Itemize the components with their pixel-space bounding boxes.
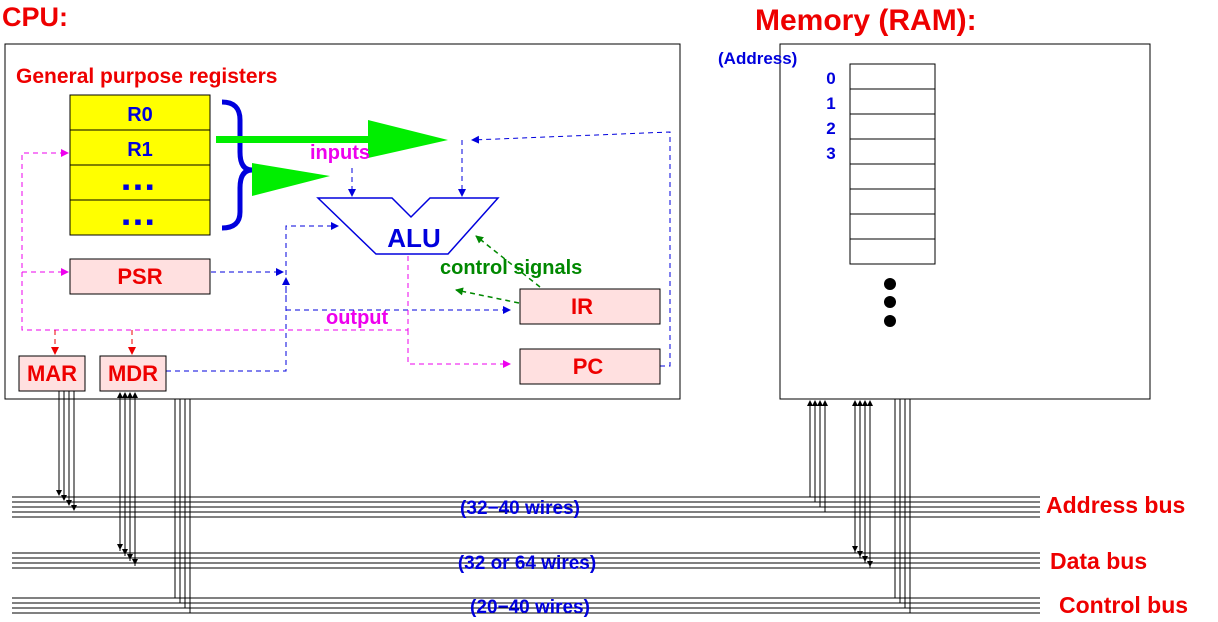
- memory-control-connection: [894, 399, 911, 613]
- control-signals-label: control signals: [440, 257, 582, 279]
- mar-label: MAR: [27, 361, 77, 386]
- psr-label: PSR: [117, 264, 162, 289]
- control-bus-label: Control bus: [1059, 592, 1188, 618]
- mar-register: [18, 355, 86, 392]
- address-label: (Address): [718, 49, 797, 68]
- memory-title: Memory (RAM):: [755, 4, 977, 37]
- alu-label: ALU: [387, 223, 440, 253]
- memory-data-connection: [852, 400, 873, 568]
- mdr-register: [99, 355, 167, 392]
- gpr-label: General purpose registers: [16, 65, 277, 88]
- green-input-arrow-1: [216, 120, 448, 158]
- mdr-data-connection: [117, 392, 138, 566]
- cpu-title: CPU:: [2, 2, 68, 32]
- data-bus-wires: (32 or 64 wires): [458, 553, 596, 574]
- address-0: 0: [826, 69, 835, 88]
- address-bus-label: Address bus: [1046, 492, 1185, 518]
- memory-address-connection: [807, 400, 828, 512]
- pc-register: [519, 348, 661, 385]
- register-file: R0 R1 ▪▪▪ ▪▪▪: [69, 94, 211, 236]
- control-bus-wires: (20−40 wires): [470, 597, 590, 618]
- memory-box: [779, 43, 1151, 400]
- psr-register: [69, 258, 211, 295]
- address-2: 2: [826, 119, 835, 138]
- control-bus-lines: [12, 597, 1040, 614]
- address-bus-lines: [12, 496, 1040, 518]
- control-signal-lines: [455, 235, 541, 304]
- register-ellipsis-2: ▪▪▪: [122, 209, 157, 234]
- pc-label: PC: [573, 354, 604, 379]
- data-bus-label: Data bus: [1050, 548, 1147, 574]
- register-ellipsis-1: ▪▪▪: [122, 174, 157, 199]
- cpu-control-connection: [174, 399, 191, 613]
- address-3: 3: [826, 144, 835, 163]
- blue-signal-lines: [166, 131, 671, 372]
- memory-cells: [849, 63, 936, 265]
- inputs-label: inputs: [310, 142, 370, 164]
- address-bus-wires: (32−40 wires): [460, 498, 580, 519]
- data-bus-lines: [12, 552, 1040, 569]
- mar-address-connection: [56, 391, 77, 511]
- register-r1: R1: [127, 139, 153, 161]
- red-signal-lines: [51, 330, 136, 355]
- ir-label: IR: [571, 294, 593, 319]
- green-input-arrow-2: [252, 163, 330, 196]
- alu-shape: [316, 197, 500, 255]
- address-1: 1: [826, 94, 835, 113]
- register-r0: R0: [127, 104, 153, 126]
- output-label: output: [326, 307, 389, 329]
- memory-continuation-dots: [884, 278, 896, 327]
- mdr-label: MDR: [108, 361, 158, 386]
- magenta-signal-lines: [21, 149, 511, 368]
- ir-register: [519, 288, 661, 325]
